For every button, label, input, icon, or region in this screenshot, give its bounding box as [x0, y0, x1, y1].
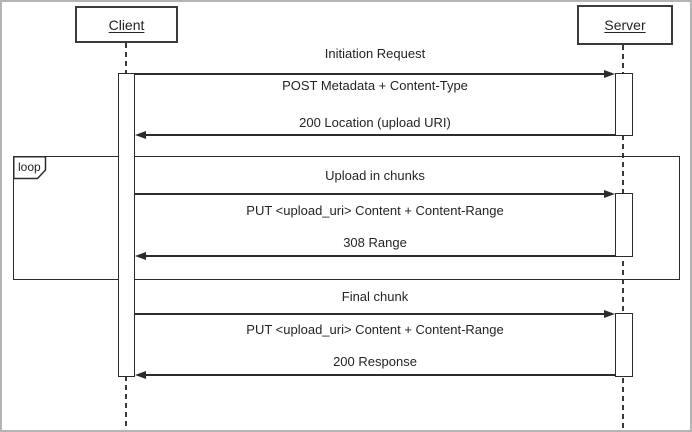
server-activation-bar-3 — [615, 313, 633, 377]
arrow-shaft — [135, 313, 606, 315]
arrow-shaft — [135, 73, 606, 75]
actor-box-client: Client — [75, 6, 178, 43]
message-label-200-response: 200 Response — [333, 354, 417, 369]
client-activation-bar — [118, 73, 135, 377]
message-arrow-put-final — [135, 309, 615, 319]
message-label-put-final: PUT <upload_uri> Content + Content-Range — [246, 322, 504, 337]
arrow-shaft — [135, 193, 606, 195]
message-label-200-location: 200 Location (upload URI) — [299, 115, 451, 130]
message-arrow-post-metadata — [135, 69, 615, 79]
server-activation-bar-2 — [615, 193, 633, 257]
loop-pentagon-shape — [13, 156, 47, 180]
loop-operator-pentagon: loop — [13, 156, 47, 180]
arrowhead-left-icon — [135, 130, 146, 139]
actor-box-server: Server — [577, 5, 673, 45]
actor-label-server: Server — [604, 17, 646, 33]
message-label-308-range: 308 Range — [343, 235, 407, 250]
loop-operator-label: loop — [18, 160, 41, 174]
message-label-post-metadata: POST Metadata + Content-Type — [282, 78, 468, 93]
actor-label-client: Client — [108, 16, 145, 33]
message-arrow-put-chunk — [135, 189, 615, 199]
message-label-put-chunk: PUT <upload_uri> Content + Content-Range — [246, 203, 504, 218]
arrow-shaft — [144, 134, 615, 136]
arrowhead-left-icon — [135, 251, 146, 260]
section-title-upload-in-chunks: Upload in chunks — [325, 168, 425, 183]
arrowhead-right-icon — [604, 69, 615, 78]
message-arrow-308-range — [135, 251, 615, 261]
message-arrow-200-location — [135, 130, 615, 140]
arrowhead-right-icon — [604, 189, 615, 198]
arrowhead-left-icon — [135, 370, 146, 379]
message-arrow-200-response — [135, 370, 615, 380]
section-title-initiation-request: Initiation Request — [324, 46, 426, 61]
server-activation-bar-1 — [615, 73, 633, 136]
arrowhead-right-icon — [604, 309, 615, 318]
arrow-shaft — [144, 255, 615, 257]
loop-fragment-box — [13, 156, 680, 280]
arrow-shaft — [144, 374, 615, 376]
section-title-final-chunk: Final chunk — [341, 289, 409, 304]
